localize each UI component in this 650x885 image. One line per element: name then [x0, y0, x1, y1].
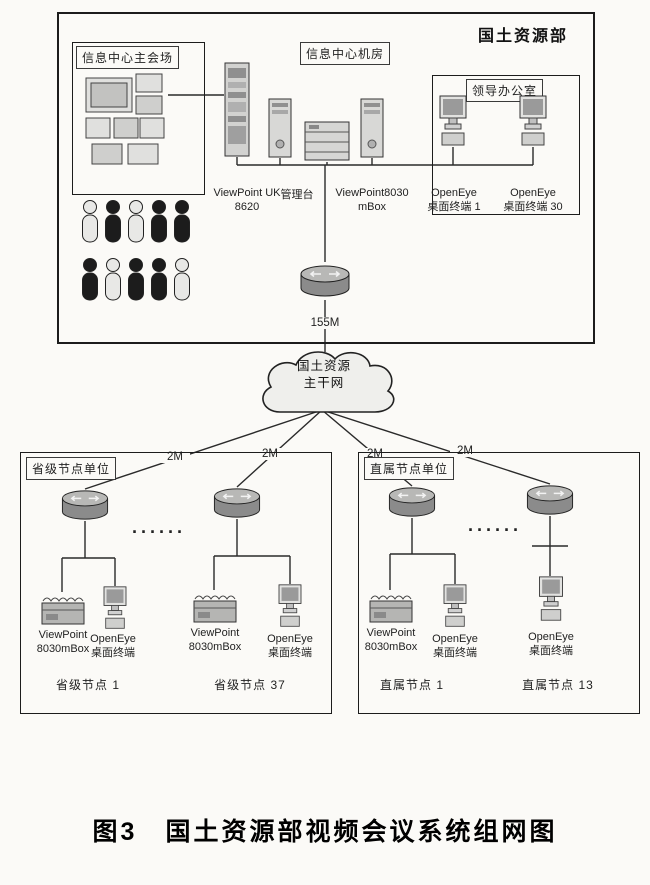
machine-room-label: 信息中心机房 — [300, 42, 391, 65]
node-name-label: 省级节点 37 — [214, 678, 286, 692]
mcu-icon — [304, 121, 350, 161]
device-label: OpenEye 桌面终端 — [267, 633, 313, 660]
device-label: ViewPoint 8030mBox — [364, 627, 418, 654]
branch-speed-label-4: 2M — [450, 445, 480, 457]
management-console-icon — [268, 98, 292, 158]
provincial-node1-lines — [61, 521, 116, 592]
backbone-cloud-icon — [262, 351, 395, 413]
ministry-title: 国土资源部 — [478, 28, 569, 45]
viewpoint-mbox-icon — [193, 595, 237, 623]
desktop-terminal-icon — [103, 586, 127, 629]
branch-line-4 — [321, 409, 551, 485]
main-venue-box — [72, 42, 205, 195]
leader-office-box — [432, 75, 580, 215]
node-name-label: 省级节点 1 — [55, 678, 120, 692]
device-label-openeye-30: OpenEye 桌面终端 30 — [503, 187, 563, 214]
provincial-router-icon-1 — [61, 490, 109, 520]
device-label-openeye-1: OpenEye 桌面终端 1 — [427, 187, 481, 214]
provincial-router-icon-2 — [213, 488, 261, 518]
node-name-label: 直属节点 1 — [379, 678, 444, 692]
direct-box — [358, 452, 640, 714]
core-router-icon — [300, 265, 350, 297]
video-wall-icon — [85, 73, 165, 165]
branch-speed-label-2: 2M — [255, 448, 285, 460]
viewpoint-mbox-icon — [369, 595, 413, 623]
device-stub-lines — [236, 147, 534, 165]
provincial-box — [20, 452, 332, 714]
device-label: ViewPoint 8030mBox — [36, 629, 90, 656]
provincial-node2-lines — [213, 519, 291, 590]
uplink-speed-label: 155M — [302, 317, 348, 329]
viewpoint-mbox-icon — [41, 597, 85, 625]
figure-caption: 图3 国土资源部视频会议系统组网图 — [92, 818, 558, 846]
direct-router-icon-1 — [388, 487, 436, 517]
provincial-ellipsis: ······ — [132, 522, 186, 542]
direct-node1-lines — [389, 518, 456, 590]
mbox-server-icon — [360, 98, 384, 158]
desktop-terminal-icon — [439, 95, 467, 146]
provincial-box-title: 省级节点单位 — [26, 457, 117, 480]
audience-icon — [82, 200, 190, 301]
direct-box-title: 直属节点单位 — [364, 457, 455, 480]
direct-router-icon-2 — [526, 485, 574, 515]
desktop-terminal-icon — [278, 584, 302, 627]
desktop-terminal-icon — [443, 584, 467, 627]
device-label: OpenEye 桌面终端 — [528, 631, 574, 658]
device-label-management-console: 管理台 — [280, 189, 314, 201]
node-name-label: 直属节点 13 — [522, 678, 594, 692]
desktop-terminal-icon — [539, 576, 563, 621]
device-label: ViewPoint 8030mBox — [188, 627, 242, 654]
device-label-viewpoint-uk: ViewPoint UK 8620 — [213, 187, 281, 214]
direct-ellipsis: ······ — [468, 520, 522, 540]
device-label-viewpoint8030: ViewPoint8030 mBox — [335, 187, 409, 214]
main-venue-label: 信息中心主会场 — [76, 46, 180, 69]
desktop-terminal-icon — [519, 95, 547, 146]
device-label: OpenEye 桌面终端 — [432, 633, 478, 660]
branch-line-1 — [84, 409, 323, 490]
direct-node2-lines — [532, 516, 568, 576]
ministry-box — [57, 12, 595, 344]
device-label: OpenEye 桌面终端 — [90, 633, 136, 660]
codec-rack-icon — [224, 62, 250, 157]
branch-speed-label-1: 2M — [160, 451, 190, 463]
backbone-cloud-label: 国土资源 主干网 — [296, 359, 351, 390]
